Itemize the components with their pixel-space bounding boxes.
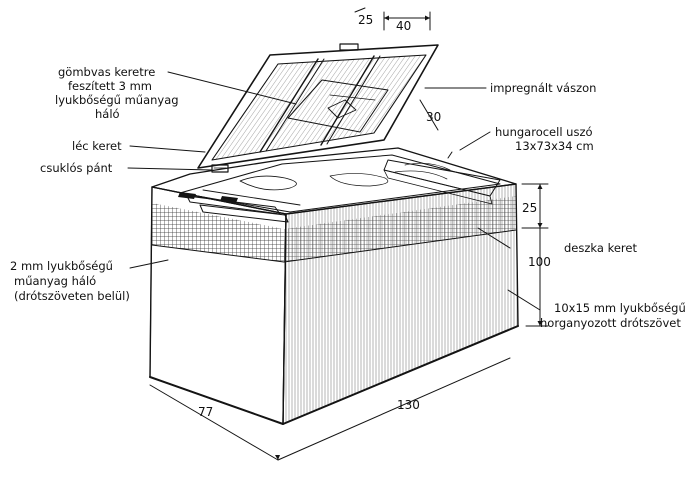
label-net2mm-3: (drótszöveten belül) — [14, 289, 130, 303]
label-net2mm-1: 2 mm lyukbőségű — [10, 259, 113, 273]
lid-net — [212, 55, 426, 160]
dim-130: 130 — [397, 398, 420, 412]
dim-77: 77 — [198, 405, 213, 419]
lid-frame — [197, 44, 439, 169]
dim-top: 25 40 — [354, 7, 431, 33]
label-float-2: 13x73x34 cm — [515, 139, 594, 153]
dim-25-side: 25 — [522, 201, 537, 215]
inner-well — [179, 154, 501, 213]
label-board-frame: deszka keret — [564, 241, 637, 255]
dim-30-label: 30 — [426, 110, 441, 124]
box-body — [149, 183, 519, 425]
label-net3mm-1: gömbvas keretre — [58, 65, 155, 79]
lid — [197, 43, 439, 169]
label-net3mm-3: lyukbőségű műanyag — [55, 93, 179, 107]
label-net3mm-2: feszített 3 mm — [68, 79, 152, 93]
label-canvas: impregnált vászon — [490, 81, 596, 95]
label-wire-2: horganyozott drótszövet — [540, 316, 681, 330]
dim-40-top: 40 — [396, 19, 411, 33]
canvas-patch — [287, 79, 389, 133]
dim-right: 25 100 — [521, 183, 551, 327]
dim-bottom: 77 130 — [149, 357, 511, 461]
labels: gömbvas keretre feszített 3 mm lyukbőség… — [10, 65, 686, 330]
label-float-1: hungarocell uszó — [495, 125, 593, 139]
board-frame-band-front — [284, 196, 516, 262]
label-hinge: csuklós pánt — [40, 161, 113, 175]
label-net2mm-2: műanyag háló — [14, 274, 96, 288]
label-net3mm-4: háló — [95, 107, 120, 121]
dim-25-top: 25 — [358, 13, 373, 27]
board-frame-band-left — [152, 203, 284, 262]
label-lath-frame: léc keret — [72, 139, 122, 153]
top-rim — [151, 147, 517, 215]
dim-100: 100 — [528, 255, 551, 269]
label-wire-1: 10x15 mm lyukbőségű — [554, 301, 686, 315]
leader-lines — [127, 71, 541, 311]
dim-30: 30 — [419, 99, 441, 131]
top-opening — [151, 147, 517, 223]
